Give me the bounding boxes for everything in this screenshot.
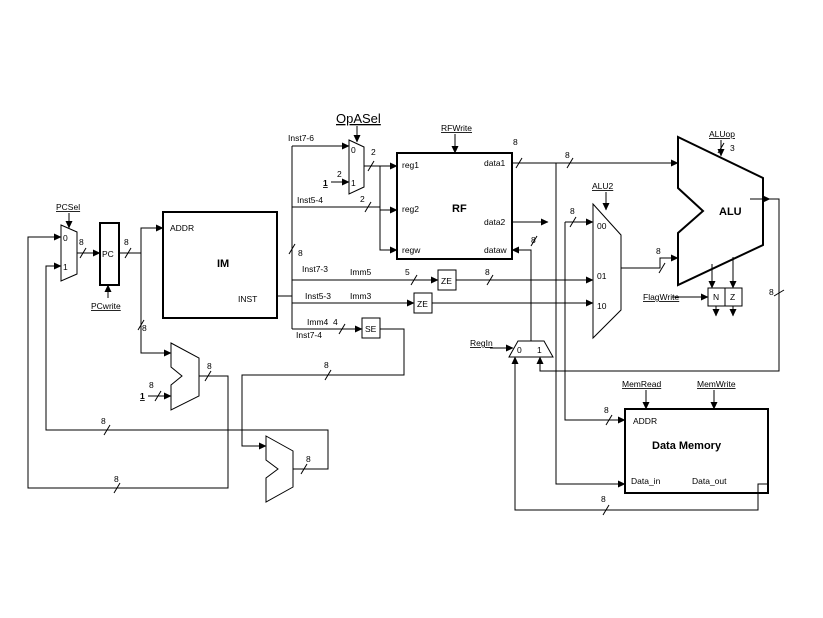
svg-text:Data_out: Data_out <box>692 476 727 486</box>
memwrite-label: MemWrite <box>697 379 736 389</box>
svg-text:8: 8 <box>656 246 661 256</box>
svg-text:1: 1 <box>537 345 542 355</box>
svg-text:00: 00 <box>597 221 607 231</box>
svg-text:0: 0 <box>517 345 522 355</box>
svg-text:Data Memory: Data Memory <box>652 440 722 452</box>
svg-text:8: 8 <box>207 361 212 371</box>
width-labels: 8 8 8 2 2 8 8 8 8 5 8 4 8 3 8 8 8 8 8 8 … <box>79 137 774 504</box>
imm4-label: Imm4 <box>307 317 329 327</box>
inst7-6-label: Inst7-6 <box>288 133 314 143</box>
svg-text:1: 1 <box>351 178 356 188</box>
branch-adder <box>265 435 294 503</box>
svg-text:ZE: ZE <box>441 276 452 286</box>
const-1-adder: 1 <box>140 391 145 401</box>
wires <box>27 126 785 516</box>
svg-text:data1: data1 <box>484 158 506 168</box>
svg-text:INST: INST <box>238 294 257 304</box>
svg-text:ADDR: ADDR <box>633 416 657 426</box>
svg-text:2: 2 <box>371 147 376 157</box>
inst5-3-label: Inst5-3 <box>305 291 331 301</box>
se-imm4: SE <box>361 317 381 339</box>
imm5-label: Imm5 <box>350 267 372 277</box>
svg-text:dataw: dataw <box>484 245 508 255</box>
svg-text:8: 8 <box>306 454 311 464</box>
const-1-opasel: 1 <box>323 178 328 188</box>
alu: ALU <box>677 135 764 287</box>
svg-text:4: 4 <box>333 317 338 327</box>
inst7-3-label: Inst7-3 <box>302 264 328 274</box>
svg-text:PC: PC <box>102 249 114 259</box>
imm3-label: Imm3 <box>350 291 372 301</box>
svg-text:8: 8 <box>324 360 329 370</box>
svg-text:ZE: ZE <box>417 299 428 309</box>
svg-text:8: 8 <box>570 206 575 216</box>
svg-text:0: 0 <box>63 233 68 243</box>
inst7-4-label: Inst7-4 <box>296 330 322 340</box>
aluop-label: ALUop <box>709 129 735 139</box>
alu2-label: ALU2 <box>592 181 614 191</box>
svg-text:ALU: ALU <box>719 206 742 218</box>
svg-text:regw: regw <box>402 245 421 255</box>
control-labels: PCSel PCwrite OpASel RFWrite ALUop ALU2 … <box>56 111 736 389</box>
svg-text:10: 10 <box>597 301 607 311</box>
svg-text:8: 8 <box>601 494 606 504</box>
pcsel-mux: 0 1 <box>60 224 78 282</box>
svg-text:ADDR: ADDR <box>170 223 194 233</box>
memread-label: MemRead <box>622 379 661 389</box>
svg-text:8: 8 <box>298 248 303 258</box>
svg-text:8: 8 <box>142 323 147 333</box>
svg-text:01: 01 <box>597 271 607 281</box>
svg-text:3: 3 <box>730 143 735 153</box>
const-2-opasel: 2 <box>337 169 342 179</box>
svg-text:SE: SE <box>365 324 377 334</box>
svg-text:8: 8 <box>485 267 490 277</box>
svg-text:8: 8 <box>101 416 106 426</box>
svg-text:Data_in: Data_in <box>631 476 661 486</box>
rfwrite-label: RFWrite <box>441 123 472 133</box>
svg-text:2: 2 <box>360 194 365 204</box>
constant-labels: 1 2 1 <box>140 169 342 401</box>
opasel-label: OpASel <box>336 111 381 126</box>
svg-text:5: 5 <box>405 267 410 277</box>
svg-text:8: 8 <box>149 380 154 390</box>
svg-text:IM: IM <box>217 258 229 270</box>
svg-text:RF: RF <box>452 203 467 215</box>
register-file: reg1 reg2 regw RF data1 data2 dataw <box>396 152 513 260</box>
svg-text:8: 8 <box>79 237 84 247</box>
pcsel-label: PCSel <box>56 202 80 212</box>
svg-text:1: 1 <box>63 262 68 272</box>
svg-text:0: 0 <box>351 145 356 155</box>
pcwrite-label: PCwrite <box>91 301 121 311</box>
flag-register: N Z <box>707 287 743 307</box>
pc-increment-adder <box>170 342 200 411</box>
regin-mux: 0 1 <box>508 340 554 358</box>
pc-register: PC <box>99 222 120 286</box>
ze-imm3: ZE <box>413 292 433 314</box>
svg-text:reg1: reg1 <box>402 160 419 170</box>
svg-text:8: 8 <box>565 150 570 160</box>
svg-text:8: 8 <box>513 137 518 147</box>
alu2-mux: 00 01 10 <box>592 202 622 340</box>
instruction-memory: ADDR IM INST <box>162 211 278 319</box>
regin-label: RegIn <box>470 338 493 348</box>
svg-text:Z: Z <box>730 292 735 302</box>
svg-text:8: 8 <box>531 235 536 245</box>
field-labels: Inst7-6 Inst5-4 Inst7-3 Imm5 Inst5-3 Imm… <box>288 133 372 340</box>
ze-imm5: ZE <box>437 269 457 291</box>
svg-text:8: 8 <box>114 474 119 484</box>
svg-text:8: 8 <box>769 287 774 297</box>
svg-text:8: 8 <box>124 237 129 247</box>
svg-text:N: N <box>713 292 719 302</box>
inst5-4-label: Inst5-4 <box>297 195 323 205</box>
flagwrite-label: FlagWrite <box>643 292 679 302</box>
svg-text:data2: data2 <box>484 217 506 227</box>
data-memory: ADDR Data Memory Data_in Data_out <box>624 408 769 494</box>
svg-text:8: 8 <box>604 405 609 415</box>
svg-text:reg2: reg2 <box>402 204 419 214</box>
opasel-mux: 0 1 <box>348 139 365 195</box>
